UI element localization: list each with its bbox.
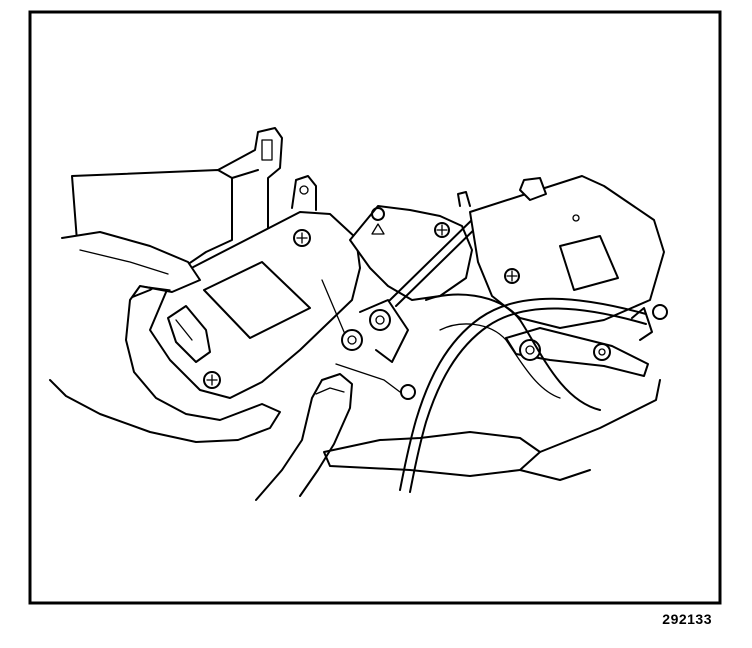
wiring-harness [399, 297, 647, 493]
technician-left-hand [49, 231, 281, 443]
technician-right-hand [255, 373, 353, 501]
actuator-screw [335, 299, 416, 400]
mounting-bracket [349, 191, 473, 301]
actuator-motor [149, 211, 361, 399]
screw-icon [293, 229, 311, 247]
blower-case [323, 293, 661, 481]
figure-number: 292133 [662, 611, 712, 627]
screw-icon [203, 371, 221, 389]
screw-icon [504, 268, 520, 284]
figure-frame [28, 10, 722, 605]
heater-case [469, 175, 668, 329]
